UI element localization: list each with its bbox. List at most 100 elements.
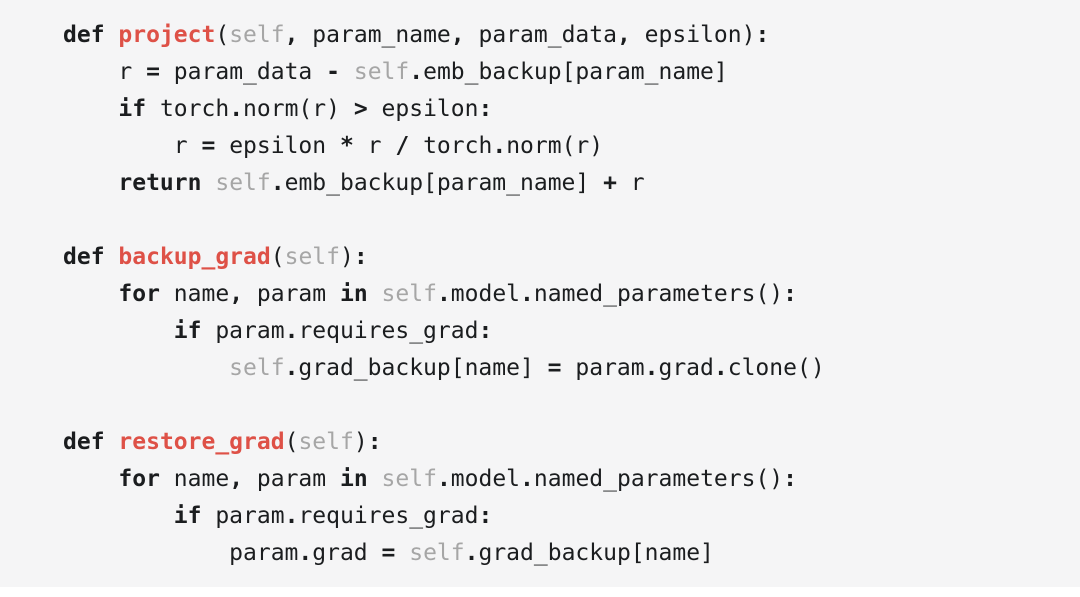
- code-token-self-builtin: self: [229, 355, 285, 381]
- code-token-plain: emb_backup[param_name]: [284, 170, 604, 196]
- code-token-keyword: in: [339, 281, 368, 307]
- code-line: self.grad_backup[name] = param.grad.clon…: [63, 350, 1080, 387]
- code-token-plain: [105, 22, 119, 48]
- code-token-operator-punctuation: ,: [450, 22, 465, 48]
- code-token-plain: param: [561, 355, 645, 381]
- code-token-operator-punctuation: .: [284, 318, 299, 344]
- code-token-plain: r: [63, 133, 202, 159]
- code-token-self-builtin: self: [381, 281, 437, 307]
- code-line: if param.requires_grad:: [63, 498, 1080, 535]
- code-token-plain: name: [159, 466, 230, 492]
- code-token-plain: grad_backup[name]: [298, 355, 548, 381]
- code-token-plain: model: [450, 281, 521, 307]
- code-token-plain: r: [353, 133, 396, 159]
- code-token-keyword: for: [118, 281, 160, 307]
- code-line: if torch.norm(r) > epsilon:: [63, 91, 1080, 128]
- code-token-operator-punctuation: ,: [284, 22, 299, 48]
- code-token-plain: param: [243, 281, 340, 307]
- code-token-operator-punctuation: .: [520, 466, 534, 492]
- code-token-function-name: backup_grad: [118, 244, 271, 270]
- code-token-operator-punctuation: .: [644, 355, 659, 381]
- code-line: [63, 202, 1080, 239]
- code-line: def project(self, param_name, param_data…: [63, 17, 1080, 54]
- code-token-plain: epsilon: [367, 96, 479, 122]
- code-token-keyword: if: [173, 318, 202, 344]
- code-token-plain: param: [201, 318, 285, 344]
- code-token-plain: requires_grad: [298, 503, 479, 529]
- code-token-plain: r: [616, 170, 645, 196]
- code-token-self-builtin: self: [229, 22, 285, 48]
- code-token-plain: requires_grad: [298, 318, 479, 344]
- code-token-operator-punctuation: .: [464, 540, 479, 566]
- code-token-operator-punctuation: =: [547, 355, 562, 381]
- code-token-plain: [201, 170, 215, 196]
- code-token-operator-punctuation: .: [284, 503, 299, 529]
- code-token-keyword: return: [118, 170, 202, 196]
- code-token-plain: [63, 318, 174, 344]
- code-token-self-builtin: self: [298, 429, 354, 455]
- code-token-plain: grad: [312, 540, 382, 566]
- code-token-plain: [63, 96, 118, 122]
- code-token-self-builtin: self: [215, 170, 271, 196]
- code-token-operator-punctuation: .: [270, 170, 285, 196]
- code-token-operator-punctuation: /: [395, 133, 410, 159]
- code-token-plain: [105, 244, 119, 270]
- code-token-operator-punctuation: .: [492, 133, 507, 159]
- code-token-operator-punctuation: :: [478, 96, 493, 122]
- code-token-keyword: def: [63, 429, 105, 455]
- code-token-plain: [63, 170, 118, 196]
- code-token-operator-punctuation: +: [603, 170, 617, 196]
- code-token-function-name: restore_grad: [118, 429, 285, 455]
- code-token-operator-punctuation: .: [409, 59, 424, 85]
- code-token-plain: [340, 59, 354, 85]
- code-token-operator-punctuation: -: [326, 59, 340, 85]
- code-token-plain: [368, 466, 382, 492]
- code-token-plain: name: [159, 281, 230, 307]
- code-line: def restore_grad(self):: [63, 424, 1080, 461]
- code-token-plain: torch: [146, 96, 230, 122]
- code-token-plain: clone(): [727, 355, 825, 381]
- code-token-plain: [395, 540, 409, 566]
- code-token-self-builtin: self: [353, 59, 410, 85]
- code-token-keyword: if: [118, 96, 147, 122]
- code-token-operator-punctuation: =: [146, 59, 160, 85]
- code-token-operator-punctuation: *: [339, 133, 354, 159]
- code-token-operator-punctuation: :: [783, 466, 798, 492]
- code-token-operator-punctuation: :: [353, 244, 368, 270]
- code-token-plain: epsilon: [630, 22, 742, 48]
- code-token-plain: grad: [658, 355, 714, 381]
- code-token-self-builtin: self: [409, 540, 465, 566]
- code-token-plain: ): [741, 22, 756, 48]
- code-token-plain: param: [243, 466, 340, 492]
- code-token-plain: (: [215, 22, 230, 48]
- code-line: r = epsilon * r / torch.norm(r): [63, 128, 1080, 165]
- code-line: param.grad = self.grad_backup[name]: [63, 535, 1080, 572]
- code-token-plain: grad_backup[name]: [478, 540, 714, 566]
- code-token-plain: param_data: [159, 59, 327, 85]
- code-token-plain: named_parameters(): [533, 466, 784, 492]
- code-token-operator-punctuation: =: [201, 133, 216, 159]
- code-token-function-name: project: [118, 22, 216, 48]
- code-line: for name, param in self.model.named_para…: [63, 461, 1080, 498]
- code-token-plain: param_name: [298, 22, 451, 48]
- code-line: if param.requires_grad:: [63, 313, 1080, 350]
- code-token-plain: r: [63, 59, 147, 85]
- code-token-operator-punctuation: .: [298, 540, 313, 566]
- code-token-keyword: def: [63, 244, 105, 270]
- code-token-plain: [63, 355, 229, 381]
- code-token-operator-punctuation: .: [229, 96, 244, 122]
- code-token-operator-punctuation: .: [520, 281, 534, 307]
- code-token-operator-punctuation: .: [284, 355, 299, 381]
- code-token-plain: [63, 503, 174, 529]
- code-token-keyword: if: [173, 503, 202, 529]
- code-token-plain: [368, 281, 382, 307]
- code-token-plain: named_parameters(): [533, 281, 784, 307]
- code-token-operator-punctuation: ,: [616, 22, 631, 48]
- code-token-plain: model: [450, 466, 521, 492]
- page-background-strip: [0, 587, 1080, 597]
- code-token-plain: (: [284, 429, 299, 455]
- code-token-plain: ): [339, 244, 354, 270]
- code-token-operator-punctuation: >: [353, 96, 368, 122]
